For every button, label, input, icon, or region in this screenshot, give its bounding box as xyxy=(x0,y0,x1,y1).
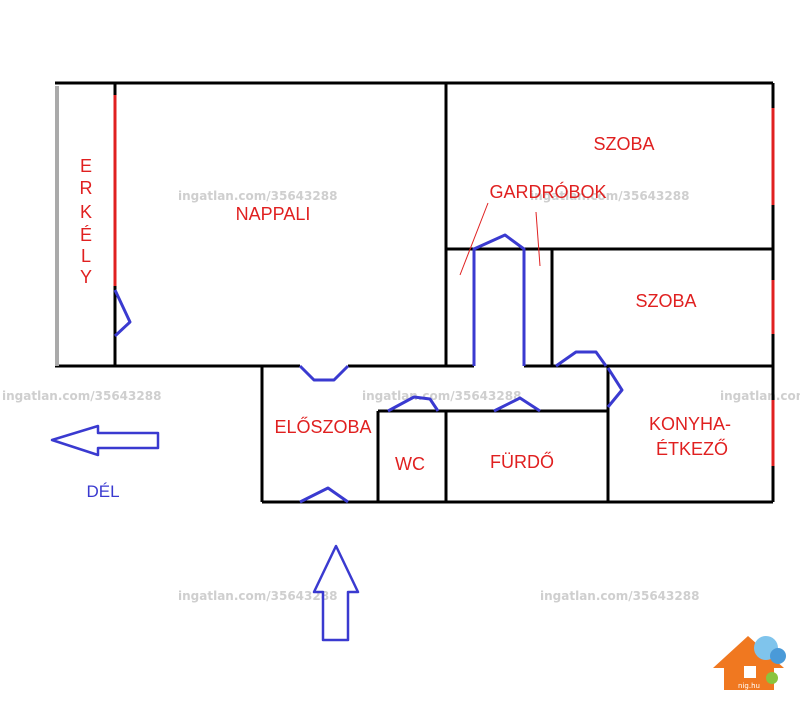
south-arrow-icon xyxy=(50,424,160,457)
doors xyxy=(113,233,624,504)
room-label-gardrobok: GARDRÓBOK xyxy=(489,181,606,202)
logo-text: nig.hu xyxy=(738,682,760,690)
house-logo: nig.hu xyxy=(713,636,786,690)
wc-door-icon xyxy=(387,395,440,413)
room-labels: NAPPALI SZOBA GARDRÓBOK SZOBA ELŐSZOBA W… xyxy=(236,134,731,474)
room-label-wc: WC xyxy=(395,454,425,474)
room-label-furdo: FÜRDŐ xyxy=(490,451,554,472)
erkely-letter: L xyxy=(81,246,91,266)
room-label-erkely: E R K É L Y xyxy=(80,156,93,287)
room-label-etkezo: ÉTKEZŐ xyxy=(656,438,728,459)
room-label-szoba-mid: SZOBA xyxy=(635,291,696,311)
entrance-arrow-icon xyxy=(312,544,360,642)
room-label-szoba-top: SZOBA xyxy=(593,134,654,154)
logo-window-icon xyxy=(744,666,756,678)
entrance-door-icon xyxy=(299,486,349,504)
compass: DÉL xyxy=(50,424,160,501)
erkely-letter: R xyxy=(80,178,93,198)
living-door-icon xyxy=(298,364,350,382)
room-mid-door-icon xyxy=(555,350,608,368)
wardrobe-pointers xyxy=(459,202,541,276)
watermark: ingatlan.com/35643288 xyxy=(2,389,161,403)
erkely-letter: E xyxy=(80,156,92,176)
wardrobe-pointer-left xyxy=(459,202,489,276)
wardrobe-pointer-right xyxy=(535,211,541,267)
logo-cloud-icon xyxy=(770,648,786,664)
bath-door-icon xyxy=(493,396,541,413)
room-label-eloszoba: ELŐSZOBA xyxy=(274,416,371,437)
watermark: ingatlan.com/35643288 xyxy=(362,389,521,403)
watermark: ingatlan.com/35643288 xyxy=(720,389,800,403)
watermark: ingatlan.com/35643288 xyxy=(178,189,337,203)
logo-roof-icon xyxy=(713,636,784,668)
watermark: ingatlan.com/35643288 xyxy=(540,589,699,603)
compass-label: DÉL xyxy=(86,482,119,501)
corridor-passage-icon xyxy=(472,233,526,366)
erkely-letter: É xyxy=(80,225,92,245)
watermark: ingatlan.com/35643288 xyxy=(178,589,337,603)
windows xyxy=(113,95,775,466)
room-label-nappali: NAPPALI xyxy=(236,204,311,224)
watermarks: ingatlan.com/35643288 ingatlan.com/35643… xyxy=(2,189,800,603)
logo-leaf-icon xyxy=(766,672,778,684)
kitchen-door-icon xyxy=(606,367,624,408)
erkely-letter: K xyxy=(80,202,92,222)
room-label-konyha: KONYHA- xyxy=(649,414,731,434)
watermark: ingatlan.com/35643288 xyxy=(530,189,689,203)
erkely-letter: Y xyxy=(80,267,92,287)
balcony-door-icon xyxy=(113,289,132,338)
